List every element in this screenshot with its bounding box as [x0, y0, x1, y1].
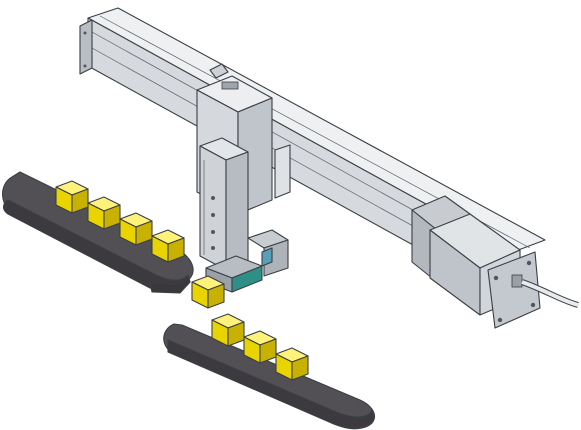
block	[87, 196, 121, 230]
z-axis-carriage	[196, 63, 291, 293]
block	[119, 212, 153, 246]
block	[275, 347, 309, 381]
conveyor-upper-left	[2, 171, 194, 294]
conveyor-lower-center	[163, 323, 376, 430]
block-in-gripper	[191, 275, 225, 309]
block	[211, 313, 245, 347]
block	[151, 229, 185, 263]
gantry-beam	[79, 7, 546, 301]
block	[55, 180, 89, 214]
blocks-lower-conveyor	[211, 313, 309, 381]
servo-motor	[411, 195, 579, 329]
blocks-upper-conveyor	[55, 180, 185, 263]
